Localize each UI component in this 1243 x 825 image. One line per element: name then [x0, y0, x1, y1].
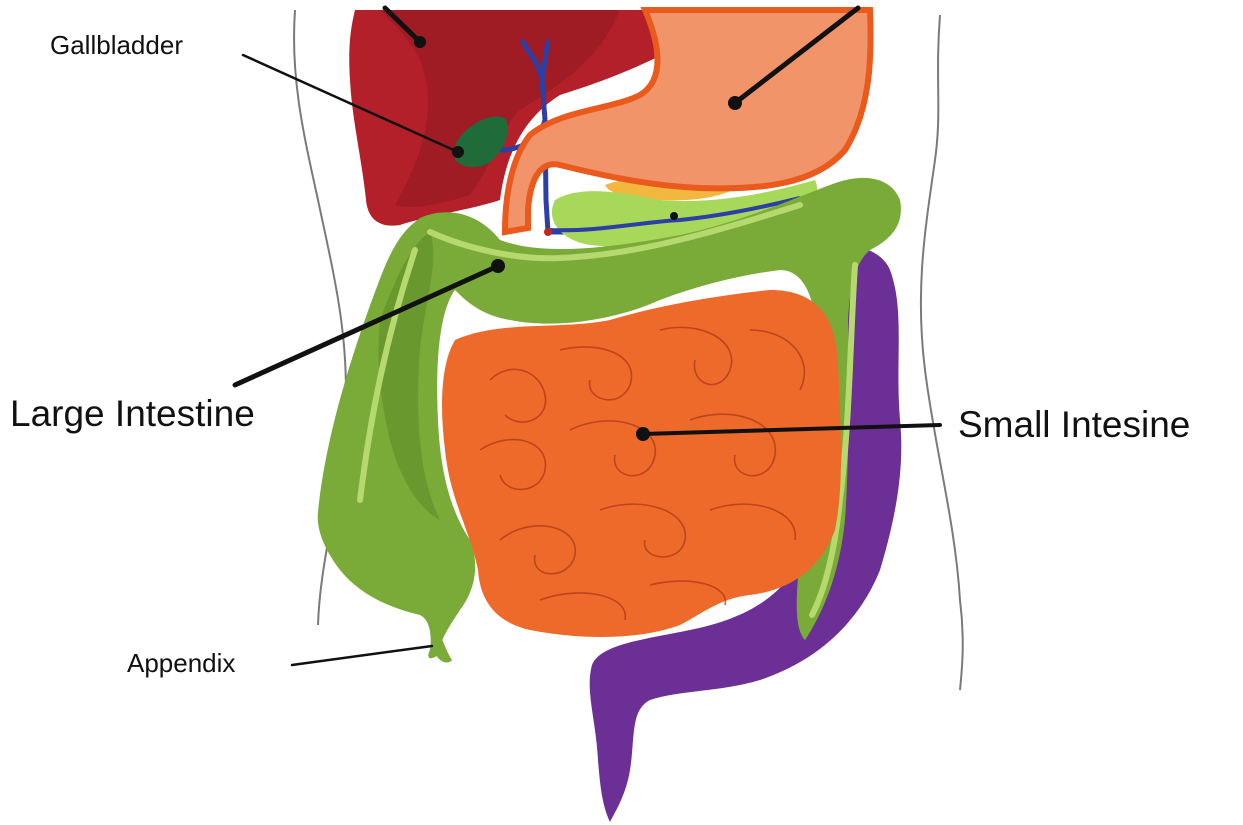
leader-dot-stomach — [728, 96, 742, 110]
label-appendix: Appendix — [127, 648, 235, 678]
leader-appendix — [292, 646, 432, 665]
leader-dot-large-intestine — [491, 259, 505, 273]
label-large-intestine: Large Intestine — [10, 393, 255, 434]
leader-dot-small-intestine — [636, 427, 650, 441]
duct-dot — [544, 228, 552, 236]
leader-dot-gallbladder — [452, 146, 464, 158]
body-outline-right — [921, 15, 963, 690]
label-small-intestine: Small Intesine — [958, 404, 1190, 445]
pancreas-dot — [670, 212, 678, 220]
leader-dot-liver — [414, 36, 426, 48]
label-gallbladder: Gallbladder — [50, 30, 183, 60]
small-intestine-organ — [442, 290, 841, 637]
